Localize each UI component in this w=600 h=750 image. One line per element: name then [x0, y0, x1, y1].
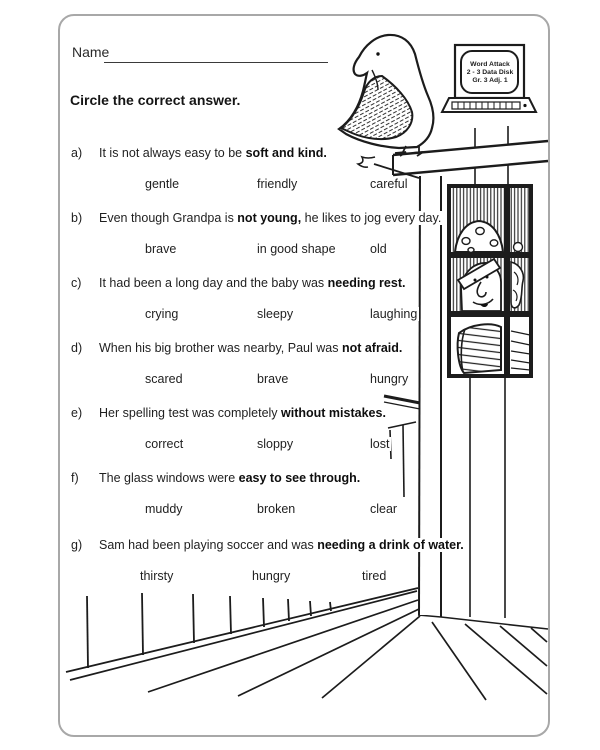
bird-eye	[376, 52, 380, 56]
ledge-scribble	[356, 155, 376, 168]
question-a: a) It is not always easy to be soft and …	[0, 146, 600, 206]
computer-screen	[460, 50, 519, 94]
porch-floor	[69, 590, 548, 701]
answer-option[interactable]: friendly	[255, 177, 300, 191]
porch-railing	[65, 587, 419, 673]
question-letter: f)	[70, 471, 80, 485]
question-letter: a)	[70, 146, 84, 160]
instructions-text: Circle the correct answer.	[70, 92, 241, 108]
answer-option[interactable]: tired	[360, 569, 389, 583]
question-c: c) It had been a long day and the baby w…	[0, 276, 600, 336]
page-border	[58, 14, 550, 737]
answer-option[interactable]: hungry	[368, 372, 411, 386]
boy-face	[456, 257, 502, 312]
curtain-pane	[510, 188, 529, 252]
question-b: b) Even though Grandpa is not young, he …	[0, 211, 600, 271]
question-sentence: Her spelling test was completely without…	[97, 406, 388, 420]
question-f: f) The glass windows were easy to see th…	[0, 471, 600, 531]
question-letter: c)	[70, 276, 83, 290]
answer-option[interactable]: sloppy	[255, 437, 296, 451]
answer-option[interactable]: sleepy	[255, 307, 296, 321]
window-frame	[447, 184, 533, 378]
question-letter: g)	[70, 538, 84, 552]
computer-icon: Word Attack 2 - 3 Data Disk Gr. 3 Adj. 1	[440, 43, 538, 113]
question-sentence: It had been a long day and the baby was …	[97, 276, 408, 290]
answer-option[interactable]: thirsty	[138, 569, 176, 583]
polka-dot-cap	[453, 219, 505, 254]
question-d: d) When his big brother was nearby, Paul…	[0, 341, 600, 401]
answer-option[interactable]: hungry	[250, 569, 293, 583]
question-letter: b)	[70, 211, 84, 225]
answer-option[interactable]: old	[368, 242, 389, 256]
nose	[476, 281, 487, 298]
screen-line-2: 2 - 3 Data Disk	[467, 69, 514, 76]
answer-option[interactable]: crying	[143, 307, 181, 321]
bird-illustration	[337, 33, 435, 157]
answer-option[interactable]: clear	[368, 502, 400, 516]
question-sentence: The glass windows were easy to see throu…	[97, 471, 363, 485]
question-sentence: Sam had been playing soccer and was need…	[97, 538, 466, 552]
screen-line-1: Word Attack	[470, 61, 510, 68]
bird-wing	[339, 74, 414, 141]
roof-ledge	[356, 139, 549, 179]
question-letter: e)	[70, 406, 84, 420]
hand	[510, 241, 525, 309]
question-sentence: Even though Grandpa is not young, he lik…	[97, 211, 444, 225]
answer-option[interactable]: muddy	[143, 502, 185, 516]
railing-end	[383, 394, 421, 498]
question-sentence: When his big brother was nearby, Paul wa…	[97, 341, 405, 355]
answer-option[interactable]: correct	[143, 437, 186, 451]
answer-option[interactable]: brave	[255, 372, 291, 386]
cap-brim	[456, 257, 502, 291]
question-letter: d)	[70, 341, 84, 355]
answer-option[interactable]: lost	[368, 437, 392, 451]
bird-feet	[394, 145, 424, 157]
eye	[473, 278, 477, 282]
answer-option[interactable]: careful	[368, 177, 410, 191]
name-label: Name	[72, 44, 110, 60]
screen-line-3: Gr. 3 Adj. 1	[472, 77, 507, 84]
answer-option[interactable]: gentle	[143, 177, 182, 191]
answer-option[interactable]: broken	[255, 502, 298, 516]
question-g: g) Sam had been playing soccer and was n…	[0, 538, 600, 598]
question-sentence: It is not always easy to be soft and kin…	[97, 146, 329, 160]
answer-option[interactable]: scared	[143, 372, 185, 386]
house-wall	[417, 126, 549, 630]
name-input-line[interactable]	[104, 61, 328, 63]
answer-option[interactable]: in good shape	[255, 242, 338, 256]
eye	[485, 275, 489, 279]
stacked-pages	[456, 323, 531, 375]
answer-option[interactable]: laughing	[368, 307, 420, 321]
mouth	[480, 304, 488, 307]
question-e: e) Her spelling test was completely with…	[0, 406, 600, 466]
answer-option[interactable]: brave	[143, 242, 179, 256]
window-illustration	[447, 184, 533, 378]
